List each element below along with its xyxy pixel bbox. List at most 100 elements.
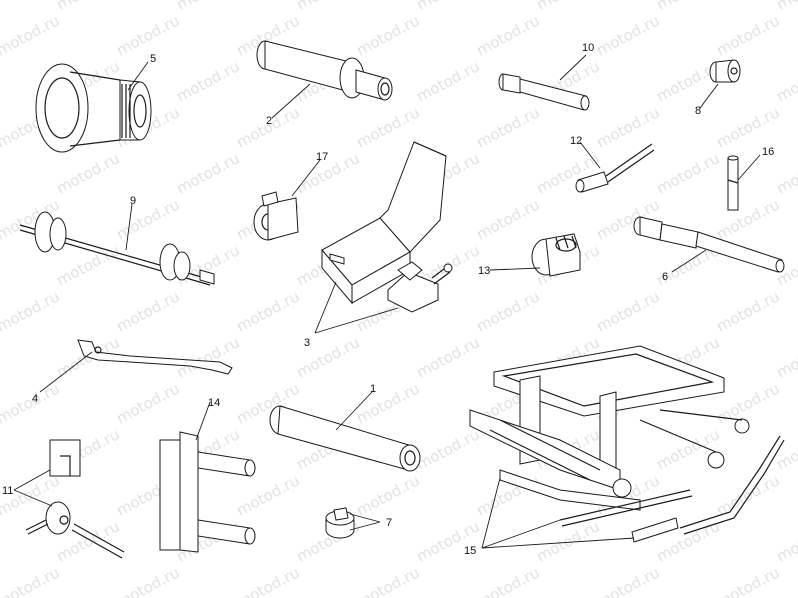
part-8-nut <box>709 59 741 83</box>
watermark-text: motod.ru <box>773 333 798 381</box>
watermark-text: motod.ru <box>593 103 662 151</box>
watermark-text: motod.ru <box>0 0 3 14</box>
callout-6: 6 <box>662 271 668 283</box>
callout-16: 16 <box>762 146 774 158</box>
part-6-drift <box>633 216 785 273</box>
watermark-text: motod.ru <box>713 103 782 151</box>
watermark-text: motod.ru <box>0 287 63 335</box>
callout-12: 12 <box>570 135 582 147</box>
part-13-clamp <box>531 233 581 277</box>
part-7-nut <box>325 507 355 539</box>
watermark-text: motod.ru <box>593 563 662 598</box>
callout-13: 13 <box>478 265 490 277</box>
callout-9: 9 <box>130 195 136 207</box>
watermark-text: motod.ru <box>473 11 542 59</box>
part-2-sleeve <box>256 40 393 101</box>
watermark-text: motod.ru <box>173 149 242 197</box>
callout-11: 11 <box>2 485 13 497</box>
watermark-text: motod.ru <box>773 425 798 473</box>
part-11-plate <box>25 439 125 559</box>
watermark-text: motod.ru <box>353 471 422 519</box>
leader-lines <box>13 54 761 549</box>
part-12-rod <box>575 143 655 193</box>
watermark-text: motod.ru <box>713 11 782 59</box>
watermark-text: motod.ru <box>593 11 662 59</box>
watermark-text: motod.ru <box>593 287 662 335</box>
watermark-text: motod.ru <box>113 563 182 598</box>
watermark-text: motod.ru <box>0 149 3 197</box>
watermark-text: motod.ru <box>113 379 182 427</box>
watermark-text: motod.ru <box>353 379 422 427</box>
watermark-text: motod.ru <box>53 241 122 289</box>
watermark-text: motod.ru <box>413 0 482 14</box>
callout-1: 1 <box>370 383 376 395</box>
watermark-text: motod.ru <box>773 149 798 197</box>
watermark-text: motod.ru <box>713 471 782 519</box>
watermark-text: motod.ru <box>53 149 122 197</box>
part-3-toolbox <box>321 141 447 305</box>
part-9-shaft <box>19 211 215 286</box>
watermark-text: motod.ru <box>773 0 798 14</box>
callout-17: 17 <box>316 151 328 163</box>
watermark-text: motod.ru <box>713 195 782 243</box>
watermark-text: motod.ru <box>713 287 782 335</box>
watermark-text: motod.ru <box>533 149 602 197</box>
watermark-text: motod.ru <box>473 287 542 335</box>
watermark-text: motod.ru <box>533 0 602 14</box>
callout-labels: 5 2 10 8 12 16 17 9 13 6 3 4 1 14 11 7 1… <box>2 42 774 557</box>
callout-3: 3 <box>304 337 310 349</box>
watermark-text: motod.ru <box>233 103 302 151</box>
part-15-lift-stand <box>469 345 785 543</box>
watermark-text: motod.ru <box>0 57 3 105</box>
callout-8: 8 <box>695 105 701 117</box>
part-14-frame <box>159 431 256 553</box>
watermark-text: motod.ru <box>653 0 722 14</box>
part-3-puller <box>387 261 453 313</box>
watermark-text: motod.ru <box>413 57 482 105</box>
watermark-text: motod.ru <box>233 563 302 598</box>
watermark-text: motod.ru <box>773 57 798 105</box>
callout-4: 4 <box>32 393 38 405</box>
watermark-text: motod.ru <box>353 11 422 59</box>
watermark-text: motod.ru <box>413 333 482 381</box>
watermark-text: motod.ru <box>353 563 422 598</box>
callout-5: 5 <box>150 53 156 65</box>
part-16-pin <box>727 155 739 211</box>
callout-10: 10 <box>582 42 594 54</box>
watermark-text: motod.ru <box>0 11 63 59</box>
part-1-tube <box>269 405 421 472</box>
watermark-text: motod.ru <box>713 563 782 598</box>
watermark-text: motod.ru <box>113 195 182 243</box>
watermark-text: motod.ru <box>173 333 242 381</box>
callout-14: 14 <box>208 397 220 409</box>
watermark-text: motod.ru <box>0 333 3 381</box>
watermark-text: motod.ru <box>173 57 242 105</box>
part-5-bushing <box>35 63 152 153</box>
watermark-text: motod.ru <box>353 103 422 151</box>
watermark-text: motod.ru <box>413 425 482 473</box>
watermark-text: motod.ru <box>0 241 3 289</box>
watermark-text: motod.ru <box>0 425 3 473</box>
watermark-text: motod.ru <box>113 287 182 335</box>
watermark-text: motod.ru <box>53 0 122 14</box>
callout-7: 7 <box>386 517 392 529</box>
watermark-text: motod.ru <box>413 517 482 565</box>
part-10-pin <box>498 73 590 111</box>
callout-2: 2 <box>266 115 272 127</box>
watermark-text: motod.ru <box>0 517 3 565</box>
watermark-text: motod.ru <box>113 11 182 59</box>
watermark-text: motod.ru <box>473 563 542 598</box>
watermark-text: motod.ru <box>0 563 63 598</box>
watermark-text: motod.ru <box>653 149 722 197</box>
watermark-text: motod.ru <box>773 517 798 565</box>
watermark-text: motod.ru <box>293 0 362 14</box>
watermark-text: motod.ru <box>173 0 242 14</box>
watermark-text: motod.ru <box>473 103 542 151</box>
watermark-text: motod.ru <box>233 471 302 519</box>
part-17-collar <box>253 191 299 241</box>
watermark-text: motod.ru <box>473 195 542 243</box>
callout-15: 15 <box>464 545 476 557</box>
part-4-hook-wrench <box>77 339 233 375</box>
